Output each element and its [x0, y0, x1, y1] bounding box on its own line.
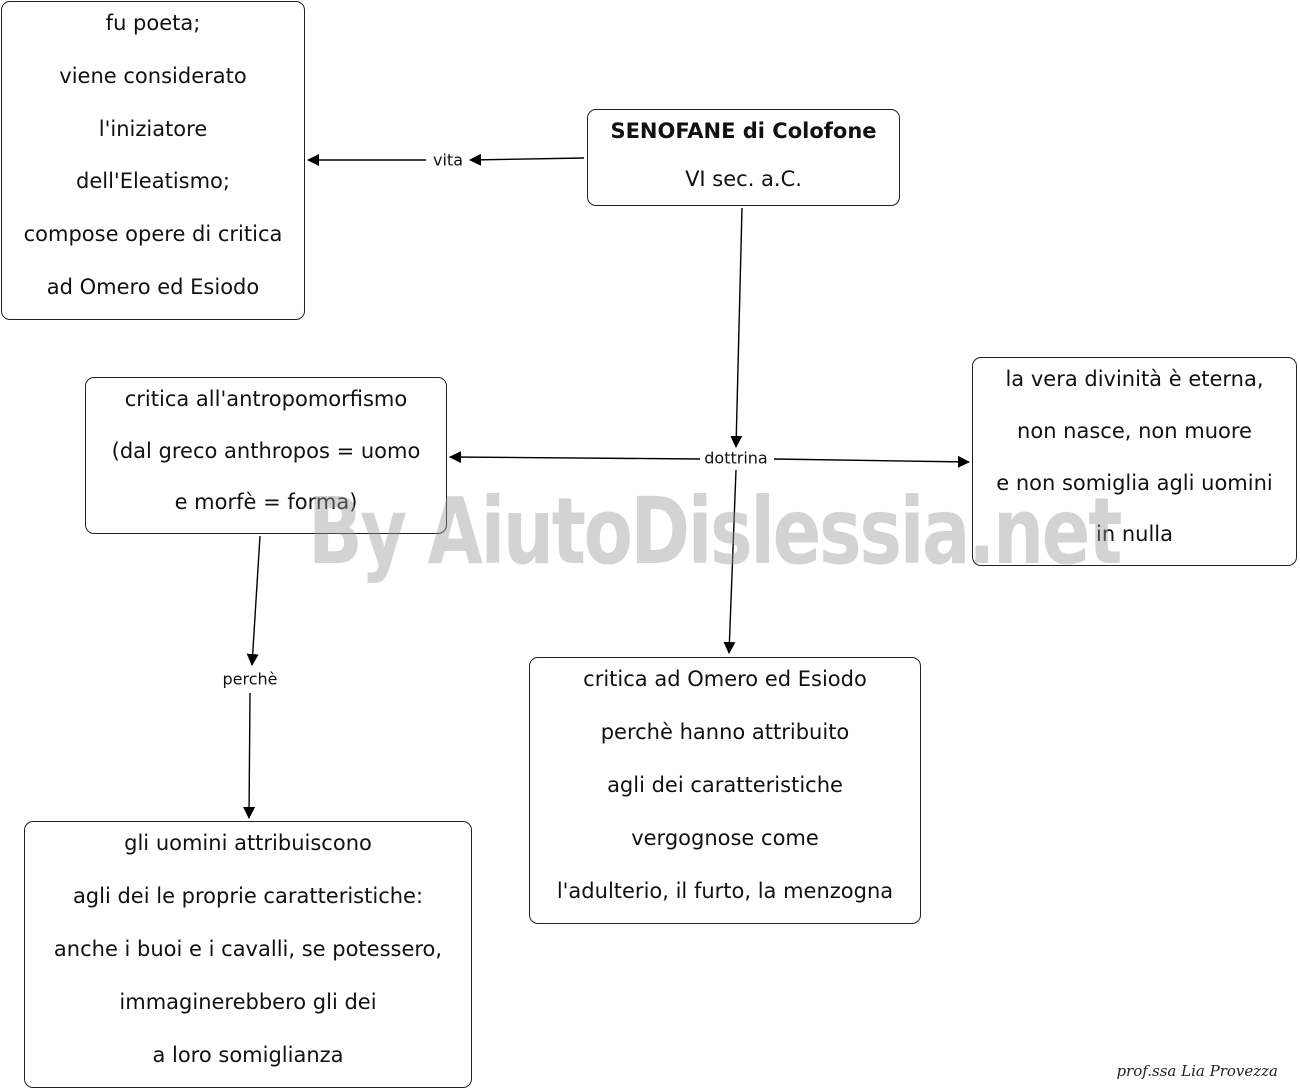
vita-line: dell'Eleatismo;: [76, 169, 230, 194]
divinita-line: e non somiglia agli uomini: [996, 470, 1273, 495]
vita-line: compose opere di critica: [23, 222, 283, 247]
edge-dottrina-to-omero: [723, 469, 737, 654]
edge-label-dottrina: dottrina: [700, 448, 772, 468]
omero-line: agli dei caratteristiche: [607, 773, 843, 797]
omero-line: critica ad Omero ed Esiodo: [583, 667, 867, 691]
edge-antropomorfismo-to-perche: [246, 535, 261, 666]
divinita-line: in nulla: [1096, 522, 1173, 547]
watermark: By AiutoDislessia.net: [308, 478, 1122, 585]
antropomorfismo-line: critica all'antropomorfismo: [124, 387, 408, 411]
edge-dottrina-to-antropomorfismo: [449, 451, 701, 464]
uomini-line: anche i buoi e i cavalli, se potessero,: [53, 937, 443, 961]
antropomorfismo-line: e morfè = forma): [174, 490, 358, 515]
node-antropomorfismo: critica all'antropomorfismo (dal greco a…: [85, 377, 447, 534]
uomini-line: gli uomini attribuiscono: [124, 831, 372, 855]
edge-main-to-vita-label: [469, 153, 585, 166]
main-subtitle: VI sec. a.C.: [685, 166, 802, 191]
edge-label-vita: vita: [429, 150, 467, 170]
node-main: SENOFANE di Colofone VI sec. a.C.: [587, 109, 900, 206]
main-title: SENOFANE di Colofone: [610, 119, 877, 143]
omero-line: vergognose come: [631, 826, 819, 850]
vita-line: ad Omero ed Esiodo: [46, 275, 260, 300]
divinita-line: non nasce, non muore: [1017, 418, 1252, 443]
node-uomini: gli uomini attribuiscono agli dei le pro…: [24, 821, 472, 1088]
node-omero: critica ad Omero ed Esiodo perchè hanno …: [529, 657, 921, 924]
vita-line: fu poeta;: [105, 11, 201, 35]
vita-line: viene considerato: [59, 63, 247, 88]
omero-line: perchè hanno attribuito: [600, 720, 850, 744]
edge-perche-to-uomini: [243, 692, 256, 819]
uomini-line: immaginerebbero gli dei: [119, 990, 377, 1014]
vita-line: l'iniziatore: [98, 116, 208, 141]
node-vita: fu poeta; viene considerato l'iniziatore…: [1, 1, 305, 320]
divinita-line: la vera divinità è eterna,: [1005, 367, 1264, 391]
antropomorfismo-line: (dal greco anthropos = uomo: [111, 438, 421, 463]
omero-line: l'adulterio, il furto, la menzogna: [556, 879, 894, 903]
edge-label-perche: perchè: [218, 669, 282, 689]
edge-dottrina-to-divinita: [773, 455, 970, 468]
node-divinita: la vera divinità è eterna, non nasce, no…: [972, 357, 1297, 566]
uomini-line: a loro somiglianza: [152, 1043, 344, 1067]
author-signature: prof.ssa Lia Provezza: [1116, 1062, 1278, 1080]
edge-main-to-dottrina: [730, 207, 743, 448]
uomini-line: agli dei le proprie caratteristiche:: [72, 884, 424, 908]
